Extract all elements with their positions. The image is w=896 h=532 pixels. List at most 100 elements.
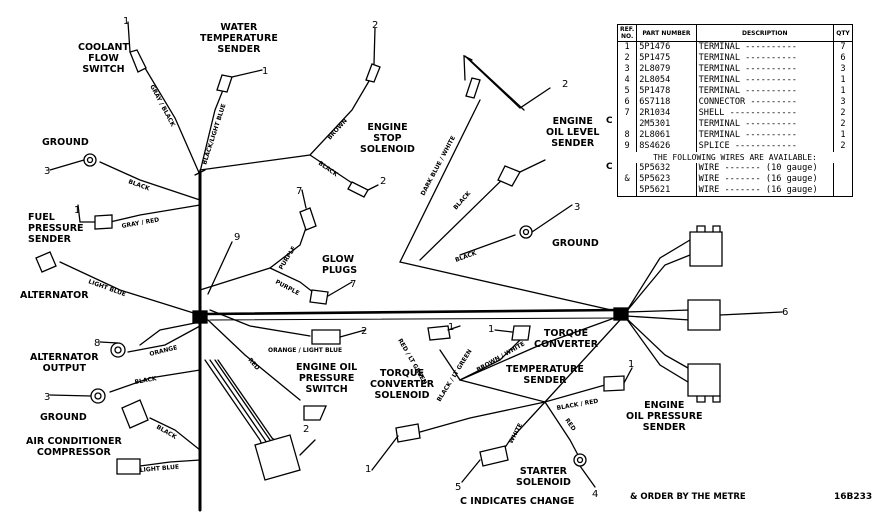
label-line: GLOW — [322, 254, 355, 265]
label-line: COOLANT — [78, 42, 129, 53]
header-qty: QTY — [833, 24, 853, 42]
callout-number: 2 — [372, 20, 378, 31]
part-qty: 2 — [833, 108, 853, 119]
wire-label-white: WHITE — [508, 422, 525, 445]
wire-desc-text: WIRE — [698, 185, 720, 195]
label-line: ALTERNATOR — [30, 352, 99, 363]
part-ref: 4 — [616, 75, 638, 86]
label-line: SOLENOID — [374, 390, 430, 401]
wire-description: WIRE ------- (10 gauge) — [695, 163, 835, 174]
callout-number: 1 — [365, 464, 371, 475]
wire-label-gray-black: GRAY / BLACK — [148, 84, 176, 129]
change-note: C INDICATES CHANGE — [460, 496, 575, 507]
part-number: 2L8079 — [636, 64, 697, 75]
label-ground-top: GROUND — [42, 137, 89, 148]
header-ref-no: REF. NO. — [616, 24, 638, 42]
part-description: TERMINAL ---------- — [695, 119, 835, 130]
wire-label-light-blue-ac: LIGHT BLUE — [140, 464, 180, 474]
label-engine-oil-pressure-switch: ENGINE OIL PRESSURE SWITCH — [296, 362, 357, 395]
callout-number: 6 — [782, 307, 788, 318]
wire-label-black-red: BLACK / RED — [556, 398, 599, 412]
label-fuel-pressure-sender: FUEL PRESSURE SENDER — [28, 212, 84, 245]
part-qty: 3 — [833, 97, 853, 108]
label-line: TEMPERATURE — [506, 364, 584, 375]
label-line: PRESSURE — [298, 373, 355, 384]
part-qty: 2 — [833, 119, 853, 130]
wire-desc-text: WIRE — [698, 163, 720, 173]
change-mark: C — [606, 116, 613, 126]
part-description: TERMINAL ---------- — [695, 86, 835, 97]
wire-label-light-blue: LIGHT BLUE — [87, 278, 126, 298]
wire-label-black-stop: BLACK — [317, 160, 339, 179]
part-number: 5P1478 — [636, 86, 697, 97]
label-line: SENDER — [642, 422, 686, 433]
callout-number: 2 — [562, 79, 568, 90]
callout-number: 1 — [262, 66, 268, 77]
label-line: GROUND — [552, 238, 599, 249]
label-line: ENGINE — [552, 116, 593, 127]
label-line: SENDER — [523, 375, 567, 386]
label-line: OIL LEVEL — [546, 127, 600, 138]
callout-number: 3 — [44, 392, 50, 403]
order-note: & ORDER BY THE METRE — [630, 492, 746, 502]
part-number: 2R1034 — [636, 108, 697, 119]
part-ref: 1 — [616, 41, 638, 53]
label-line: SOLENOID — [360, 144, 415, 155]
wire-qty — [833, 174, 853, 185]
callout-number: 5 — [455, 482, 461, 493]
main-bundle — [203, 308, 622, 316]
dot-leader: ------- — [719, 185, 766, 195]
label-line: PRESSURE — [28, 223, 84, 234]
part-description: TERMINAL ---------- — [695, 41, 835, 53]
figure-id: 16B233 — [834, 492, 873, 502]
callout-number: 8 — [94, 338, 100, 349]
wire-part-number: 5P5623 — [636, 174, 697, 185]
part-qty: 2 — [833, 141, 853, 152]
part-description: SHELL ------------- — [695, 108, 835, 119]
callout-number: 9 — [234, 232, 240, 243]
wire-mark — [616, 185, 638, 197]
dot-leader: ------- — [719, 163, 766, 173]
label-torque-converter-solenoid: TORQUE CONVERTER SOLENOID — [370, 368, 434, 401]
label-water-temperature-sender: WATER TEMPERATURE SENDER — [200, 22, 278, 55]
label-line: SWITCH — [305, 384, 348, 395]
label-line: FLOW — [88, 53, 119, 64]
wire-gauge: (10 gauge) — [765, 163, 818, 173]
part-description: TERMINAL ---------- — [695, 64, 835, 75]
label-line: ENGINE OIL — [296, 362, 358, 373]
header-description: DESCRIPTION — [695, 24, 835, 42]
part-ref: 5 — [616, 86, 638, 97]
label-line: GROUND — [42, 137, 89, 148]
part-number: 2L8061 — [636, 130, 697, 141]
part-ref: 3 — [616, 64, 638, 75]
part-number: 8S4626 — [636, 141, 697, 152]
callout-number: 7 — [296, 186, 302, 197]
wires-notice-row: THE FOLLOWING WIRES ARE AVAILABLE: — [617, 152, 853, 163]
wire-description: WIRE ------- (16 gauge) — [695, 185, 835, 197]
wire-desc-text: WIRE — [698, 174, 720, 184]
label-line: GROUND — [40, 412, 87, 423]
label-air-conditioner-compressor: AIR CONDITIONER COMPRESSOR — [26, 436, 122, 458]
callout-number: 7 — [350, 279, 356, 290]
part-qty: 1 — [833, 75, 853, 86]
wire-mark: & — [616, 174, 638, 185]
wire-part-number: 5P5632 — [636, 163, 697, 174]
label-line: WATER — [220, 22, 258, 33]
label-line: SOLENOID — [516, 477, 571, 488]
label-line: TEMPERATURE — [200, 33, 278, 44]
label-line: PLUGS — [322, 265, 358, 276]
part-number: 5P1476 — [636, 41, 697, 53]
wire-label-dark-blue-white: DARK BLUE / WHITE — [420, 135, 457, 197]
part-number: 2L8054 — [636, 75, 697, 86]
wire-label-brown: BROWN — [326, 117, 349, 141]
label-line: SENDER — [551, 138, 595, 149]
